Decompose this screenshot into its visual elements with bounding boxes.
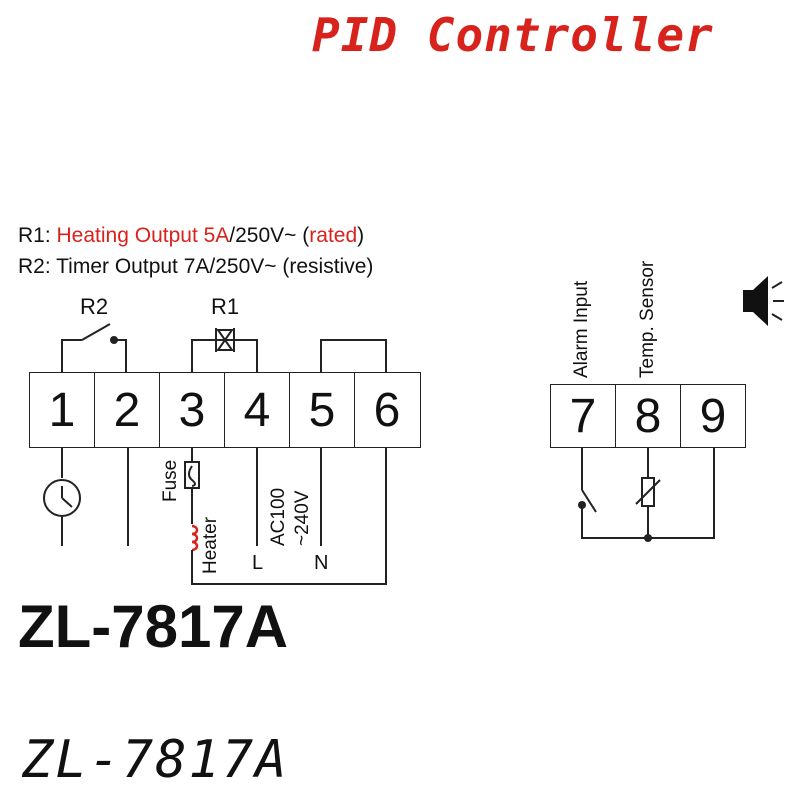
heater-coil-icon — [191, 448, 387, 585]
terminal-n-label: N — [314, 552, 329, 574]
speaker-icon — [743, 276, 784, 326]
terminal-7[interactable]: 7 — [551, 385, 616, 447]
terminal-2[interactable]: 2 — [95, 373, 160, 447]
spec-r1-heating: Heating Output 5A — [56, 224, 230, 247]
relay-r2-contact — [61, 323, 127, 372]
temp-sensor-label: Temp. Sensor — [637, 260, 658, 378]
spec-r1-prefix: R1: — [18, 224, 57, 247]
fuse-label: Fuse — [160, 459, 181, 502]
relay-r2-label: R2 — [80, 294, 109, 319]
model-name-script: ZL-7817A — [22, 730, 289, 790]
heater-label: Heater — [200, 516, 221, 574]
ac-voltage-line1: AC100 — [268, 487, 289, 546]
page-title: PID Controller — [312, 8, 714, 62]
spec-r2: R2: Timer Output 7A/250V~ (resistive) — [18, 255, 374, 278]
terminal-block-left: 1 2 3 4 5 6 — [29, 372, 421, 448]
terminal-6[interactable]: 6 — [373, 383, 401, 437]
terminal-5[interactable]: 5 — [290, 373, 355, 447]
spec-r1-suffix: ) — [357, 224, 365, 247]
spec-r1-mid: /250V~ ( — [229, 224, 310, 247]
bridge-5-6 — [320, 339, 387, 372]
alarm-input-label: Alarm Input — [571, 280, 592, 378]
fuse-icon — [184, 448, 200, 524]
terminal-1[interactable]: 1 — [30, 373, 95, 447]
terminal-9[interactable]: 9 — [699, 389, 727, 443]
ac-voltage-line2: ~240V — [292, 490, 313, 546]
terminal-3[interactable]: 3 — [160, 373, 225, 447]
relay-r1-triac — [191, 328, 258, 372]
model-name: ZL-7817A — [18, 593, 289, 660]
terminal-8[interactable]: 8 — [616, 385, 681, 447]
spec-r1-rated: rated — [309, 224, 358, 247]
clock-icon — [43, 448, 81, 546]
terminal-l-label: L — [252, 552, 264, 574]
thermistor-icon — [635, 448, 661, 542]
terminal-block-right: 7 8 9 — [550, 384, 746, 448]
relay-r1-label: R1 — [211, 294, 240, 319]
spec-r1: R1: Heating Output 5A/250V~ (rated) — [18, 224, 364, 248]
terminal-4[interactable]: 4 — [225, 373, 290, 447]
